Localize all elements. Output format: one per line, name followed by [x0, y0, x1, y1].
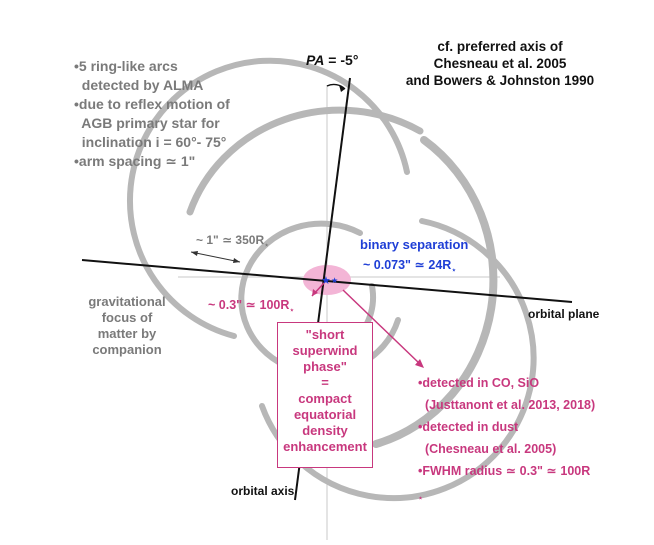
preferred-axis-line-2: Chesneau et al. 2005 [433, 56, 567, 71]
pa-label: PA = -5° [306, 52, 358, 68]
detection-co-sio: •detected in CO, SiO [418, 376, 540, 390]
primary-star-icon: ★ [321, 274, 331, 287]
superwind-line-6: equatorial [293, 407, 357, 422]
orbital-axis-label: orbital axis [231, 484, 295, 498]
superwind-line-4: = [321, 375, 329, 390]
grav-line-2: focus of [101, 310, 153, 325]
grav-line-1: gravitational [88, 294, 166, 309]
pa-angle-arc [326, 83, 346, 90]
detections-list: •detected in CO, SiO (Justtanont et al. … [418, 372, 595, 510]
arc-fourth [126, 57, 410, 339]
detection-co-sio-ref: (Justtanont et al. 2013, 2018) [418, 398, 596, 412]
bullet-2-line-2: AGB primary star for [74, 115, 220, 131]
bullet-2-line-3: inclination i = 60°- 75° [74, 134, 227, 150]
pa-value: = -5° [324, 52, 359, 68]
superwind-line-7: density [302, 423, 348, 438]
detection-dust-ref: (Chesneau et al. 2005) [418, 442, 557, 456]
inner-radius-label: ~ 0.3" ≃ 100R⋆ [208, 297, 294, 315]
grav-line-4: companion [92, 342, 162, 357]
detections-pointer-line [342, 289, 421, 365]
arm-spacing-label: ~ 1" ≃ 350R⋆ [196, 233, 269, 249]
pa-symbol: PA [306, 52, 325, 68]
inner-radius-arrowhead [312, 289, 318, 296]
binary-separation-value: ~ 0.073" ≃ 24R⋆ [363, 257, 456, 275]
ring-arcs-bullets: •5 ring-like arcs detected by ALMA •due … [74, 57, 230, 171]
superwind-phase-box: "short superwind phase" = compact equato… [277, 322, 373, 468]
arm-spacing-arrowhead-right [233, 258, 240, 263]
binary-separation-star-sub: ⋆ [451, 265, 457, 275]
arm-spacing-arrow [190, 251, 241, 263]
arm-spacing-star-sub: ⋆ [264, 240, 270, 250]
superwind-line-8: enhancement [283, 439, 367, 454]
bullet-1-line-2: detected by ALMA [74, 77, 204, 93]
superwind-line-3: phase" [303, 359, 347, 374]
detection-fwhm-text: •FWHM radius ≃ 0.3" ≃ 100R [418, 464, 591, 478]
orbital-plane-label: orbital plane [528, 307, 600, 321]
detection-dust: •detected in dust [418, 420, 519, 434]
preferred-axis-line-1: cf. preferred axis of [437, 39, 563, 54]
preferred-axis-line-3: and Bowers & Johnston 1990 [405, 73, 595, 88]
arc-third [259, 218, 537, 502]
detection-fwhm-star-sub: ⋆ [418, 493, 424, 503]
superwind-line-2: superwind [292, 343, 358, 358]
orbital-plane-line [81, 259, 573, 303]
bullet-3-line-1: •arm spacing ≃ 1" [74, 153, 196, 169]
inner-radius-star-sub: ⋆ [289, 305, 295, 315]
arc-outer-top [186, 106, 424, 216]
companion-star-icon: ★ [331, 276, 338, 285]
binary-separation-title: binary separation [360, 237, 469, 252]
detections-pointer-arrowhead [415, 359, 424, 368]
grav-line-3: matter by [97, 326, 157, 341]
superwind-line-1: "short [305, 327, 345, 342]
arm-spacing-arrowhead-left [191, 251, 198, 256]
superwind-line-5: compact [298, 391, 352, 406]
bullet-2-line-1: •due to reflex motion of [74, 96, 230, 112]
arm-spacing-text: ~ 1" ≃ 350R [196, 233, 265, 247]
arc-outer-right [372, 136, 498, 448]
inner-radius-text: ~ 0.3" ≃ 100R [208, 298, 290, 312]
gravitational-focus-note: gravitational focus of matter by compani… [72, 294, 182, 358]
binary-separation-text: ~ 0.073" ≃ 24R [363, 258, 452, 272]
detection-fwhm: •FWHM radius ≃ 0.3" ≃ 100R ⋆ [418, 460, 595, 510]
bullet-1-line-1: •5 ring-like arcs [74, 58, 178, 74]
preferred-axis-note: cf. preferred axis of Chesneau et al. 20… [405, 38, 595, 89]
pa-angle-arrowhead [339, 85, 345, 92]
